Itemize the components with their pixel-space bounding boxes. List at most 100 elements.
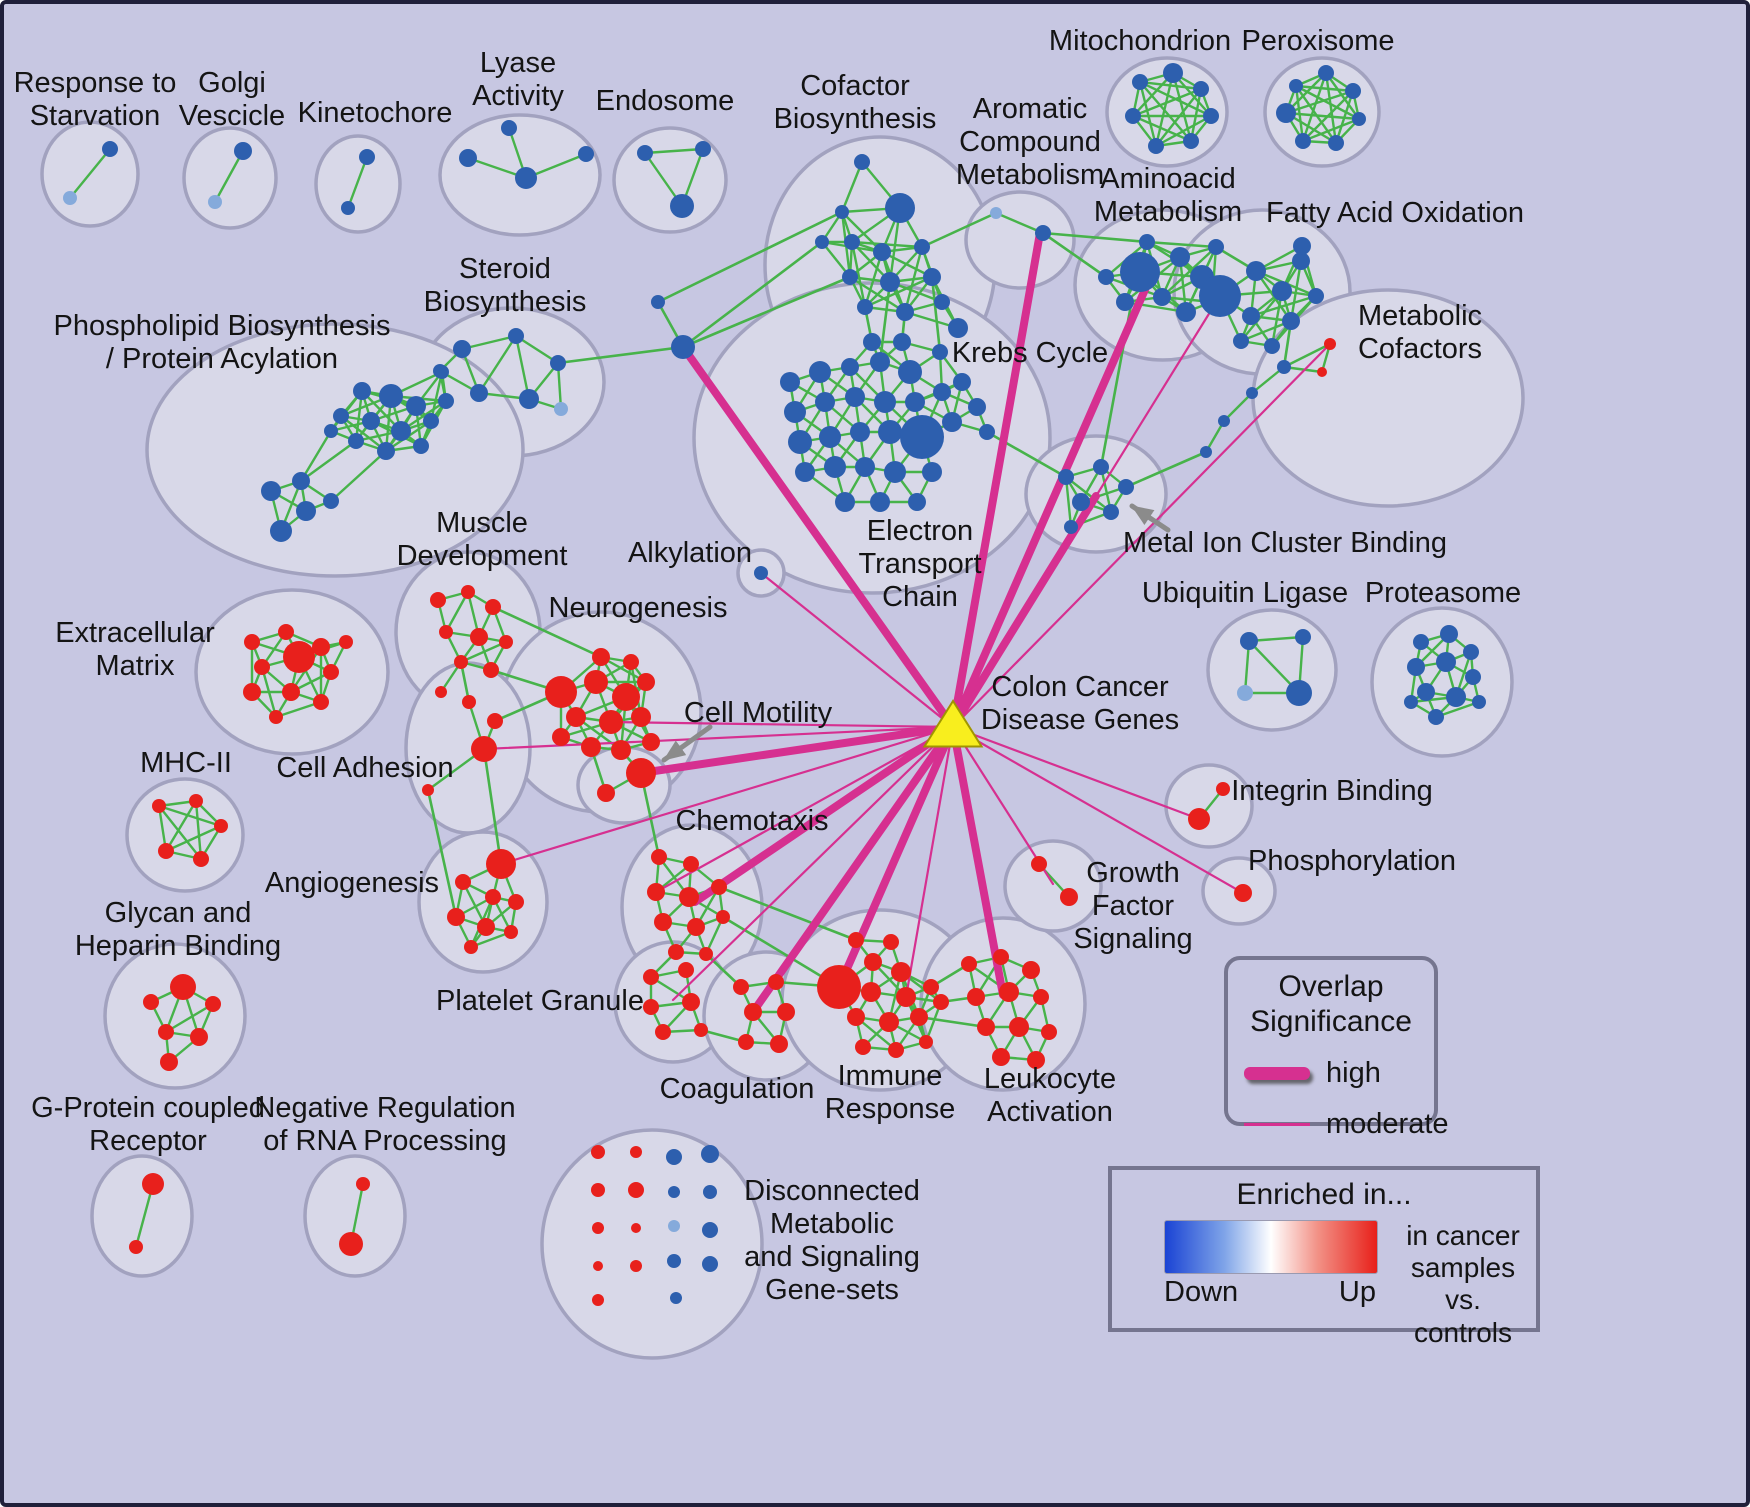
node-disconnected-gene-sets-7 [631,1223,641,1233]
moderate-significance-line-sample [1244,1123,1310,1126]
node-metal-ion-cluster-binding-4 [1103,504,1119,520]
node-aminoacid-metabolism-7 [1139,234,1155,250]
node-fatty-acid-oxidation-9 [1293,237,1311,255]
node-proteasome-1 [1440,625,1458,643]
label-chemotaxis: Chemotaxis [675,805,828,837]
node-platelet-granule-0 [643,969,659,985]
layer-hub [922,699,984,748]
label-phosphorylation: Phosphorylation [1248,845,1456,877]
node-angiogenesis-4 [447,908,465,926]
node-disconnected-gene-sets-12 [667,1254,681,1268]
legend-note-line2: samples [1410,1252,1516,1284]
node-phospholipid-biosynthesis-15 [296,501,316,521]
node-phospholipid-biosynthesis-16 [270,520,292,542]
node-lyase-activity-0 [459,149,477,167]
node-peroxisome-3 [1352,112,1366,126]
node-cell-adhesion-1 [487,713,503,729]
node-immune-response-3 [861,982,881,1002]
edge-steroid-biosynthesis [460,334,518,351]
node-muscle-development-8 [435,686,447,698]
node-metabolic-cofactors-5 [1200,446,1212,458]
node-chemotaxis-4 [711,879,727,895]
node-extracellular-matrix-5 [323,664,339,680]
node-cofactor-biosynthesis-9 [896,303,914,321]
overlap-moderate-edge-10 [904,725,955,999]
legend-overlap-title: Overlap Significance [1228,970,1434,1039]
overlap-moderate-edge-8 [951,294,1222,729]
edge-phospholipid-biosynthesis [299,429,333,483]
legend-moderate-label: moderate [1326,1108,1449,1140]
node-cofactor-biosynthesis-0 [854,154,870,170]
node-electron-transport-chain-16 [942,412,962,432]
node-cofactor-biosynthesis-11 [948,318,968,338]
node-leukocyte-activation-5 [1033,989,1049,1005]
node-metal-ion-cluster-binding-1 [1093,459,1109,475]
node-disconnected-gene-sets-0 [591,1145,605,1159]
node-electron-transport-chain-30 [932,344,948,360]
overlap-moderate-edge-12 [774,725,955,984]
edge-aminoacid-metabolism [1145,240,1218,249]
node-cofactor-biosynthesis-6 [880,272,900,292]
node-mitochondrion-6 [1125,108,1141,124]
edge-peroxisome [1301,117,1361,143]
node-glycan-heparin-binding-3 [158,1024,174,1040]
edge-golgi-vescicle [213,149,245,204]
node-chemotaxis-7 [716,910,730,924]
node-mhc-ii-0 [152,799,166,813]
node-electron-transport-chain-15 [900,415,944,459]
cluster-golgi-vescicle [182,126,278,230]
node-aminoacid-metabolism-1 [1170,247,1190,267]
legend-overlap-moderate-row: moderate [1228,1108,1449,1141]
node-aminoacid-metabolism-3 [1153,288,1171,306]
overlap-moderate-edge-0 [759,571,955,729]
inter-edge-23 [482,747,503,866]
node-cofactor-biosynthesis-1 [885,193,915,223]
high-significance-line-sample [1244,1067,1310,1080]
node-aromatic-compound-metabolism-1 [1035,225,1051,241]
node-muscle-development-4 [470,628,488,646]
overlap-high-edge-1 [949,229,1044,731]
node-electron-transport-chain-6 [815,392,835,412]
label-mitochondrion: Mitochondrion [1049,25,1231,57]
node-disconnected-gene-sets-11 [668,1220,680,1232]
node-fatty-acid-oxidation-3 [1242,307,1260,325]
edge-peroxisome [1284,111,1361,121]
node-metal-ion-cluster-binding-5 [1064,520,1078,534]
pointer-arrow-1 [661,724,713,763]
node-cofactor-biosynthesis-8 [857,299,873,315]
node-phospholipid-biosynthesis-11 [435,365,449,379]
node-chemotaxis-2 [647,883,665,901]
edge-mhc-ii [164,824,223,853]
edge-mitochondrion [1131,114,1193,143]
edge-endosome [643,147,705,155]
node-cofactor-biosynthesis-12 [815,235,829,249]
node-golgi-vescicle-0 [208,195,222,209]
legend-overlap-title-line1: Overlap [1278,970,1384,1003]
node-metabolic-cofactors-0 [1324,338,1336,350]
node-cofactor-biosynthesis-4 [914,239,930,255]
edge-kinetochore [346,155,369,210]
hub-colon-cancer-disease-genes [922,699,984,748]
node-fatty-acid-oxidation-2 [1272,281,1292,301]
node-aminoacid-metabolism-5 [1176,302,1196,322]
node-proteasome-10 [1404,695,1418,709]
node-neurogenesis-5 [631,707,651,727]
node-proteasome-0 [1413,634,1429,650]
edge-response-to-starvation [68,147,112,200]
inter-edge-29 [721,915,841,989]
cluster-phospholipid-biosynthesis [145,322,525,578]
edge-aromatic-compound-metabolism [994,211,1045,235]
layer-arrows [661,503,1171,763]
node-chemotaxis-9 [699,947,713,961]
label-cell-motility: Cell Motility [684,697,833,729]
label-integrin-binding: Integrin Binding [1231,775,1433,807]
node-extracellular-matrix-0 [244,634,260,650]
edge-muscle-development [444,590,470,634]
edge-phospholipid-biosynthesis [339,414,388,453]
